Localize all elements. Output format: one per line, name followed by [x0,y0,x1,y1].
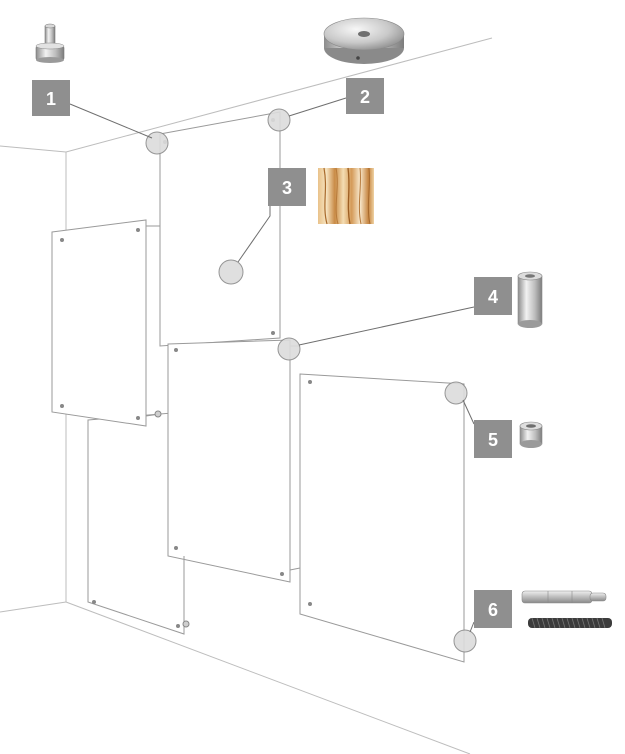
label-number-4: 4 [488,287,498,307]
callout-marker-4 [277,337,301,361]
panel-middle [167,339,291,583]
callout-marker-5 [444,381,468,405]
label-box-3: 3 [268,168,306,206]
label-box-bg [32,80,70,116]
floor-line-right [65,601,471,754]
label-number-5: 5 [488,430,498,450]
panel-left [51,219,147,427]
label-box-4: 4 [474,277,512,315]
panel-left-hole [60,404,64,408]
leader-6 [469,621,475,633]
floor-line-left [0,601,67,613]
panel-front-hole [308,602,312,606]
label-number-3: 3 [282,178,292,198]
callout-marker-3 [218,259,244,285]
panel-middle-hole [280,572,284,576]
panel-material-swatch-icon [318,167,374,225]
anchor-bolt-and-threaded-rod-icon [521,590,612,629]
leader-1 [69,103,153,139]
leader-3 [237,206,271,263]
callout-marker-2 [267,108,291,132]
panel-top-hole [271,331,275,335]
label-number-2: 2 [360,87,370,107]
panels [51,111,465,663]
label-box-bg [268,168,306,206]
leader-4 [298,306,475,346]
callout-markers [145,108,477,653]
ceiling-line-right [65,37,493,153]
label-number-6: 6 [488,600,498,620]
panel-hole [92,600,96,604]
label-number-1: 1 [46,89,56,109]
panel-front-hole [308,380,312,384]
leader-lines [69,97,475,633]
panel-left-hole [60,238,64,242]
panel-left-hole [136,228,140,232]
label-box-1: 1 [32,80,70,116]
panel-middle-hole [174,348,178,352]
standoff-screw-icon [35,23,65,63]
label-box-bg [474,420,512,458]
label-box-bg [346,78,384,114]
callout-marker-1 [145,131,169,155]
label-box-5: 5 [474,420,512,458]
panel-front-right [299,373,465,663]
leader-2 [288,97,347,117]
leader-5 [462,399,475,425]
standoff [154,410,162,418]
panel-hole [176,624,180,628]
standoff [182,620,190,628]
round-base-plate-icon [323,17,405,64]
label-box-bg [474,277,512,315]
label-box-6: 6 [474,590,512,628]
ceiling-line-left [0,145,67,153]
callout-marker-6 [453,629,477,653]
spacer [289,567,301,571]
label-box-2: 2 [346,78,384,114]
panel-middle-hole [174,546,178,550]
panel-top [159,111,281,347]
panel-left-hole [136,416,140,420]
short-spacer-ring-icon [519,421,543,448]
long-spacer-tube-icon [517,271,543,328]
label-box-bg [474,590,512,628]
